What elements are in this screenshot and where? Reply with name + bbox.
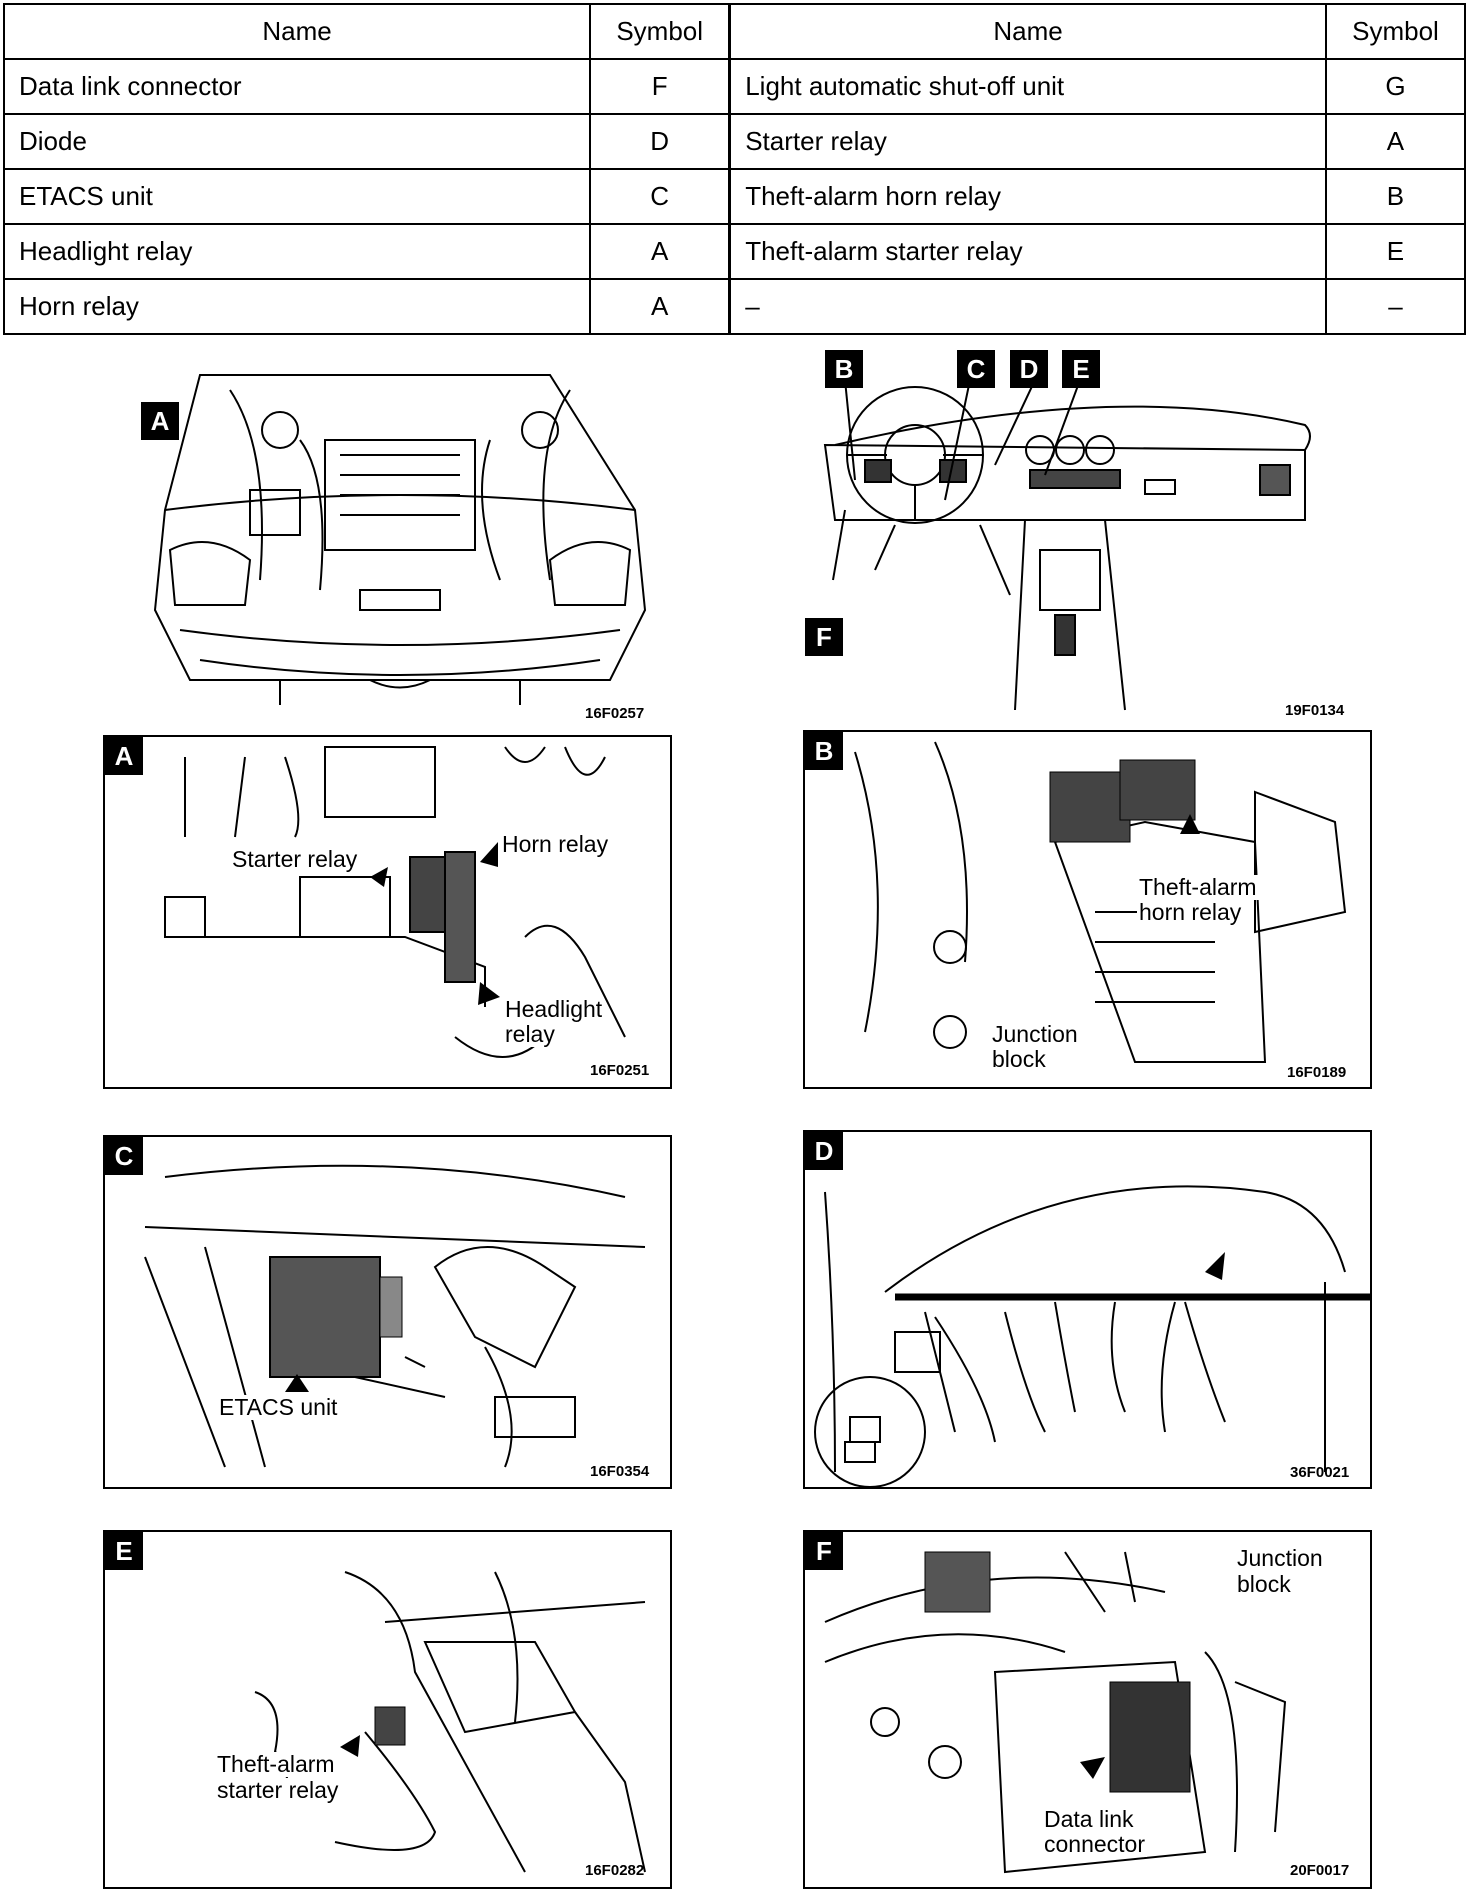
detail-badge-d: D [805,1132,843,1170]
engine-bay-drawing [153,374,647,705]
component-symbol: C [589,168,731,225]
table-row: Headlight relay A Theft-alarm starter re… [2,223,1467,280]
component-symbol: A [589,278,731,335]
header-name: Name [728,3,1327,60]
theft-alarm-starter-relay-label: Theft-alarm [215,1751,337,1777]
detail-c-drawing [144,1164,646,1468]
detail-badge-a: A [105,737,143,775]
detail-badge-e: E [105,1532,143,1570]
component-name: Starter relay [728,113,1327,170]
component-name: Diode [2,113,592,170]
overview-badge-e: E [1062,350,1100,388]
dashboard-overview: B C D E F 19F0134 [805,350,1435,730]
theft-alarm-horn-relay-label-2: horn relay [1137,899,1244,925]
detail-badge-f: F [805,1532,843,1570]
header-name: Name [2,3,592,60]
figure-code: 19F0134 [1285,702,1345,719]
component-symbol: – [1324,278,1467,335]
figure-code: 16F0251 [590,1062,650,1079]
junction-block-label: Junction [1235,1545,1325,1571]
component-name: – [728,278,1327,335]
figure-code: 36F0021 [1290,1464,1350,1481]
overview-badge-b: B [825,350,863,388]
junction-block-label-2: block [1235,1571,1293,1597]
detail-badge-c: C [105,1137,143,1175]
component-table: Name Symbol Name Symbol Data link connec… [2,3,1467,335]
component-symbol: E [1324,223,1467,280]
data-link-connector-label-2: connector [1042,1831,1148,1857]
dashboard-drawing [823,379,1311,711]
detail-panel-a: A Starter relay Horn relay Headlight rel… [103,735,672,1089]
component-symbol: F [589,58,731,115]
theft-alarm-horn-relay-label: Theft-alarm [1137,874,1259,900]
overview-badge-d: D [1010,350,1048,388]
component-name: Theft-alarm starter relay [728,223,1327,280]
overview-badge-c: C [957,350,995,388]
header-symbol: Symbol [589,3,731,60]
detail-panel-c: C ETACS unit 16F0354 [103,1135,672,1489]
junction-block-label: Junction [990,1021,1080,1047]
overview-badge-f: F [805,618,843,656]
component-name: Theft-alarm horn relay [728,168,1327,225]
headlight-relay-label: Headlight [503,996,605,1022]
component-name: Headlight relay [2,223,592,280]
table-row: Diode D Starter relay A [2,113,1467,170]
component-name: ETACS unit [2,168,592,225]
figure-code: 16F0189 [1287,1064,1347,1081]
headlight-relay-label-2: relay [503,1021,557,1047]
horn-relay-label: Horn relay [500,831,611,857]
table-row: Horn relay A – – [2,278,1467,335]
component-symbol: G [1324,58,1467,115]
component-symbol: D [589,113,731,170]
table-row: ETACS unit C Theft-alarm horn relay B [2,168,1467,225]
theft-alarm-starter-relay-label-2: starter relay [215,1777,341,1803]
data-link-connector-label: Data link [1042,1806,1136,1832]
figure-code: 16F0257 [585,705,645,722]
detail-panel-b: B Theft-alarm horn relay Junction block … [803,730,1372,1089]
header-symbol: Symbol [1324,3,1467,60]
detail-d-drawing [814,1185,1370,1487]
component-symbol: B [1324,168,1467,225]
starter-relay-label: Starter relay [230,846,360,872]
engine-bay-overview: A 16F0257 [130,360,670,730]
table-header-row: Name Symbol Name Symbol [2,3,1467,60]
detail-panel-d: D 36F0021 [803,1130,1372,1489]
table-row: Data link connector F Light automatic sh… [2,58,1467,115]
detail-a-drawing [164,746,626,1058]
figure-code: 20F0017 [1290,1862,1350,1879]
detail-e-drawing [254,1571,646,1873]
etacs-unit-label: ETACS unit [217,1394,340,1420]
detail-panel-f: F Junction block Data link connector 20F… [803,1530,1372,1889]
component-name: Horn relay [2,278,592,335]
figure-code: 16F0282 [585,1862,645,1879]
junction-block-label-2: block [990,1046,1048,1072]
component-name: Data link connector [2,58,592,115]
detail-badge-b: B [805,732,843,770]
detail-panel-e: E Theft-alarm starter relay 16F0282 [103,1530,672,1889]
component-symbol: A [1324,113,1467,170]
detail-f-drawing [824,1551,1287,1874]
component-symbol: A [589,223,731,280]
component-name: Light automatic shut-off unit [728,58,1327,115]
figure-code: 16F0354 [590,1463,650,1480]
overview-badge-a: A [141,402,179,440]
detail-b-drawing [854,741,1347,1063]
